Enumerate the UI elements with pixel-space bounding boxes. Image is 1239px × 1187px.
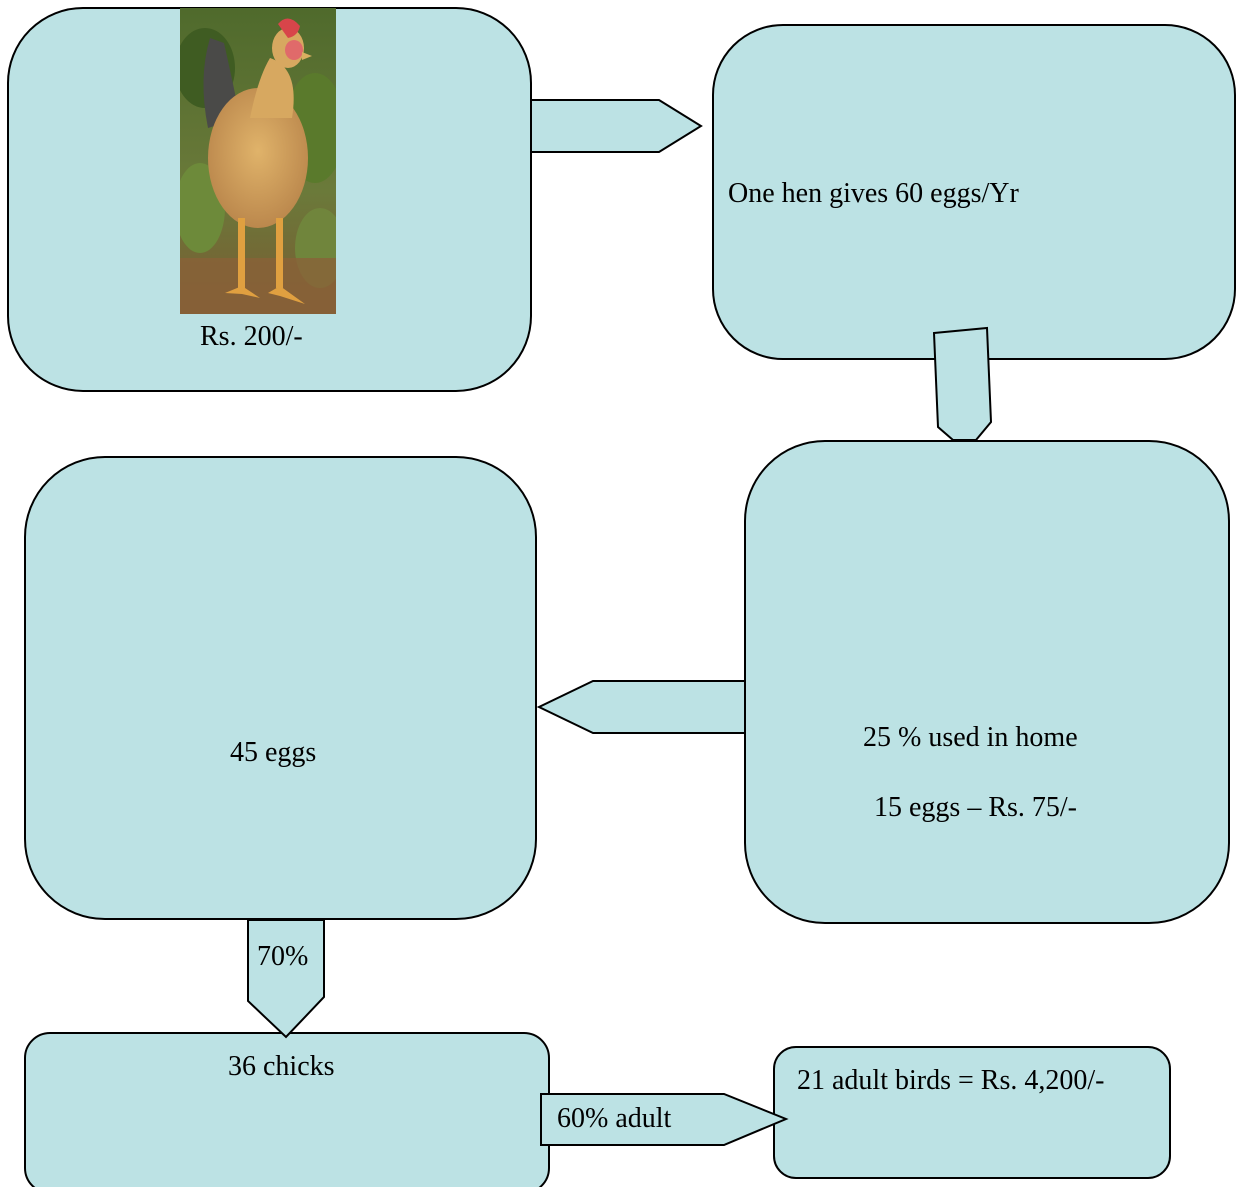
eggs-text: 45 eggs [230,737,317,768]
eggs-per-year-text: One hen gives 60 eggs/Yr [728,178,1019,209]
arrow-right-survive [540,1093,789,1146]
adults-box [773,1046,1171,1179]
arrow-right-top [530,99,703,153]
chicks-text: 36 chicks [228,1051,335,1082]
arrow-down-hatch [247,919,325,1039]
survive-arrow-label: 60% adult [557,1103,672,1134]
hen-caption: Rs. 200/- [200,321,303,352]
arrow-down-right [932,326,993,441]
adults-text: 21 adult birds = Rs. 4,200/- [797,1065,1105,1096]
hatch-arrow-label: 70% [257,941,309,972]
home-use-box [744,440,1230,924]
arrow-left-middle [536,680,746,734]
hen-photo [180,8,336,314]
home-use-line2: 15 eggs – Rs. 75/- [874,792,1077,823]
home-use-line1: 25 % used in home [863,722,1078,753]
eggs-box [24,456,537,920]
